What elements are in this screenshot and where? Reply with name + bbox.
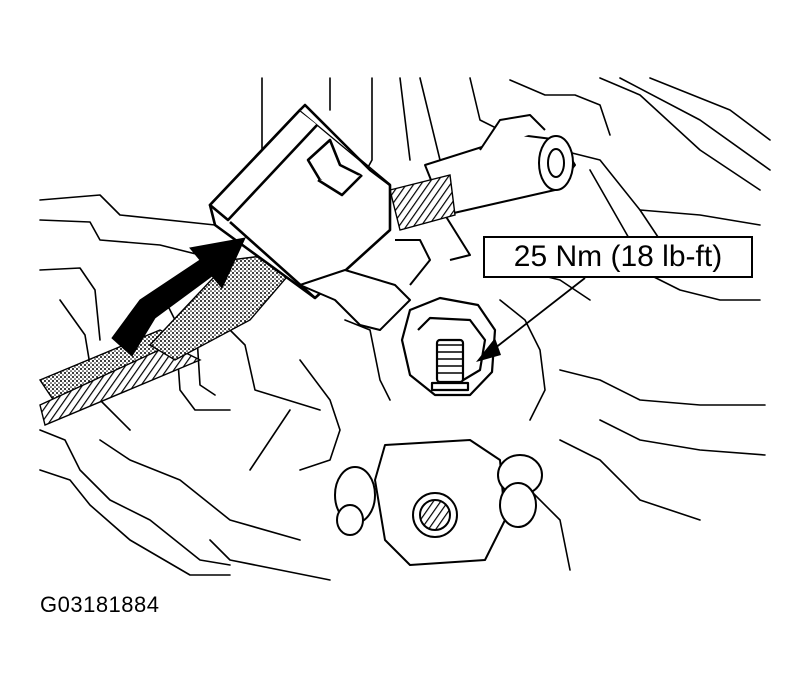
lower-mount — [334, 439, 543, 566]
background-structure — [39, 77, 771, 581]
callout-leader — [476, 277, 586, 362]
torque-callout: 25 Nm (18 lb-ft) — [483, 236, 753, 278]
connector-housing — [208, 103, 392, 300]
direction-arrow — [111, 237, 246, 357]
mounting-bracket — [299, 239, 431, 331]
figure-number: G03181884 — [40, 592, 160, 617]
fluid-pipe — [424, 114, 576, 261]
torque-spec-label: 25 Nm (18 lb-ft) — [513, 240, 723, 273]
hose-sections — [38, 174, 456, 426]
torque-bolt — [400, 296, 497, 397]
